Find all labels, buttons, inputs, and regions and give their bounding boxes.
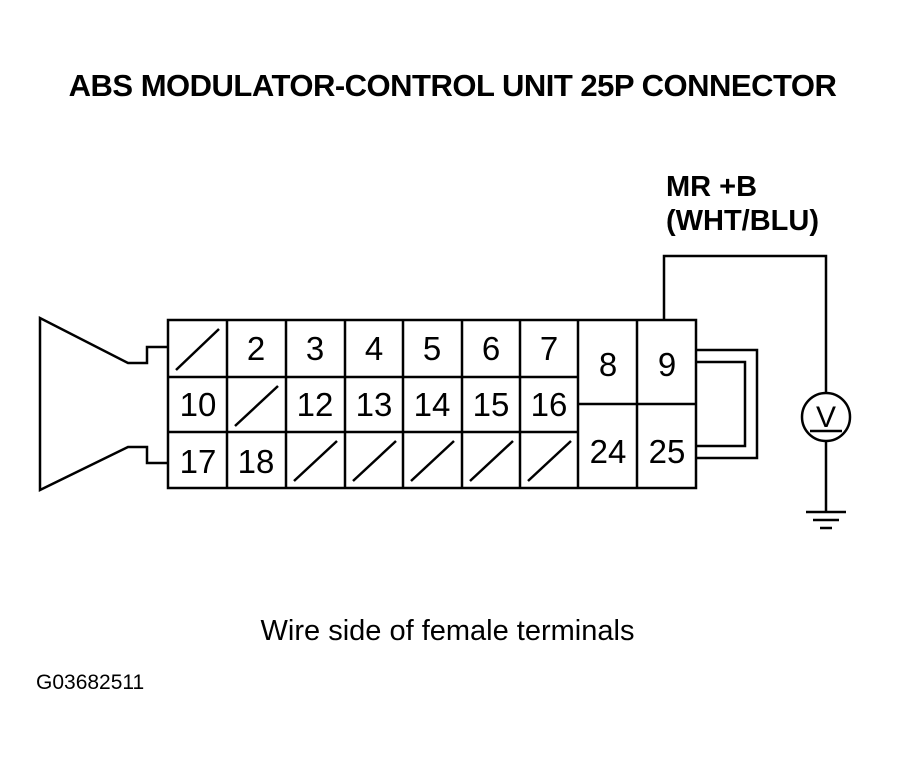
pin-label: 8 bbox=[599, 346, 617, 383]
empty-cavity-21 bbox=[410, 440, 455, 482]
empty-cavity-11 bbox=[234, 385, 279, 427]
pin-labels: 2 3 4 5 6 7 10 12 13 14 15 16 17 18 8 9 … bbox=[180, 330, 686, 480]
connector-grid bbox=[168, 320, 696, 488]
ground-icon bbox=[806, 510, 846, 530]
pin-label: 16 bbox=[531, 386, 568, 423]
empty-cavity-19 bbox=[293, 440, 338, 482]
probe-terminal-label: MR +B bbox=[666, 171, 758, 203]
probe-wire bbox=[662, 254, 828, 393]
empty-cavity-marks bbox=[175, 328, 572, 482]
pin-label: 15 bbox=[473, 386, 510, 423]
figure-id: G03682511 bbox=[36, 671, 145, 694]
diagram-title: ABS MODULATOR-CONTROL UNIT 25P CONNECTOR bbox=[68, 68, 837, 103]
connector-housing bbox=[38, 315, 168, 493]
pin-label: 5 bbox=[423, 330, 441, 367]
pin-label: 2 bbox=[247, 330, 265, 367]
pin-label: 10 bbox=[180, 386, 217, 423]
pin-label: 13 bbox=[356, 386, 393, 423]
pin-label: 18 bbox=[238, 443, 275, 480]
pin-label: 24 bbox=[590, 433, 627, 470]
voltmeter-symbol: V bbox=[816, 401, 836, 434]
empty-cavity-23 bbox=[527, 440, 572, 482]
pin-label: 17 bbox=[180, 443, 217, 480]
empty-cavity-20 bbox=[352, 440, 397, 482]
pin-label: 3 bbox=[306, 330, 324, 367]
pin-label: 12 bbox=[297, 386, 334, 423]
diagram-caption: Wire side of female terminals bbox=[260, 615, 635, 647]
empty-cavity-22 bbox=[469, 440, 514, 482]
pin-label: 4 bbox=[365, 330, 383, 367]
pin-label-probed: 9 bbox=[658, 346, 676, 383]
pin-label: 14 bbox=[414, 386, 451, 423]
empty-cavity-1 bbox=[175, 328, 220, 371]
pin-label: 25 bbox=[649, 433, 686, 470]
voltmeter-icon: V bbox=[800, 391, 852, 443]
pin-label: 7 bbox=[540, 330, 558, 367]
wire-color-label: (WHT/BLU) bbox=[666, 205, 820, 237]
pin-label: 6 bbox=[482, 330, 500, 367]
connector-lock-tab bbox=[696, 348, 759, 460]
